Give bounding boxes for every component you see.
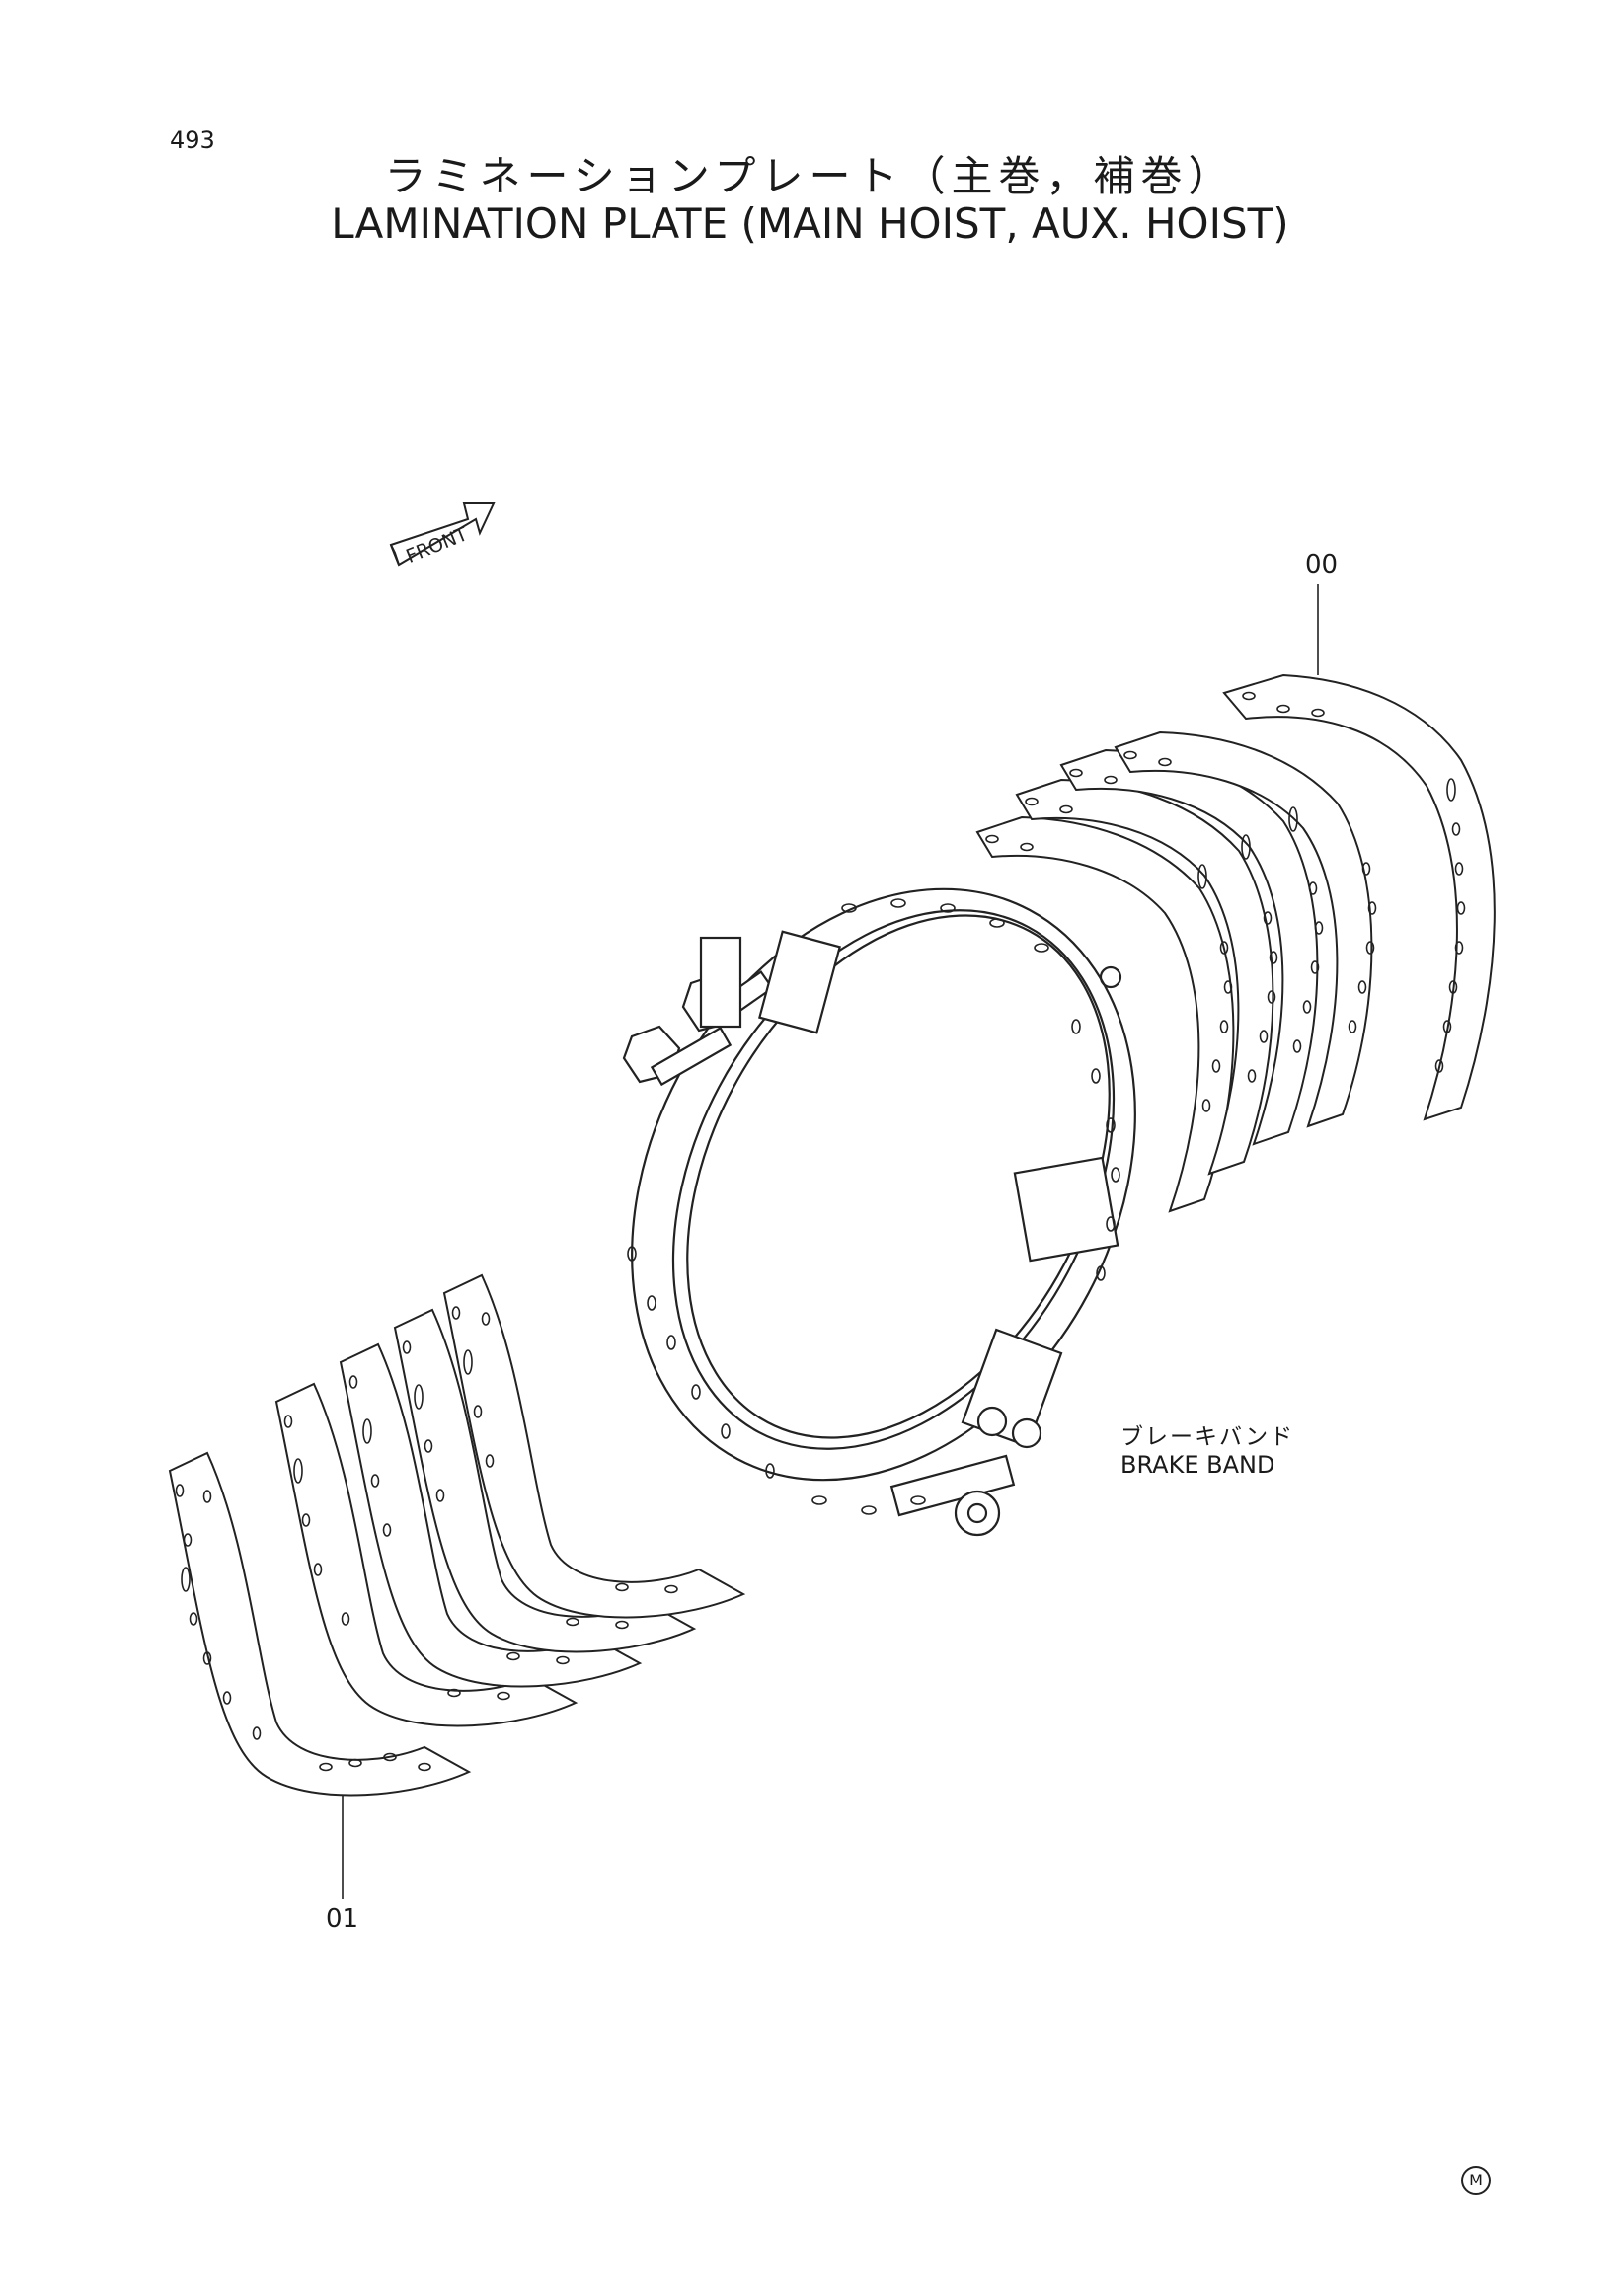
callout-label-00: 00: [1305, 550, 1339, 579]
page-title-english: LAMINATION PLATE (MAIN HOIST, AUX. HOIST…: [331, 199, 1289, 248]
upper-lamination-plates: [975, 673, 1496, 1213]
lower-lamination-plates: [168, 1273, 746, 1797]
brake-band-label-english: BRAKE BAND: [1120, 1451, 1275, 1479]
brake-band-label-japanese: ブレーキバンド: [1120, 1424, 1295, 1450]
front-arrow-icon: FRONT: [389, 502, 496, 568]
corner-mark-icon: M: [1461, 2166, 1491, 2195]
brake-band: [622, 887, 1136, 1537]
page-title-japanese: ラミネーションプレート（主巻，補巻）: [384, 152, 1236, 200]
page-number: 493: [170, 126, 215, 154]
callout-label-01: 01: [326, 1904, 359, 1934]
